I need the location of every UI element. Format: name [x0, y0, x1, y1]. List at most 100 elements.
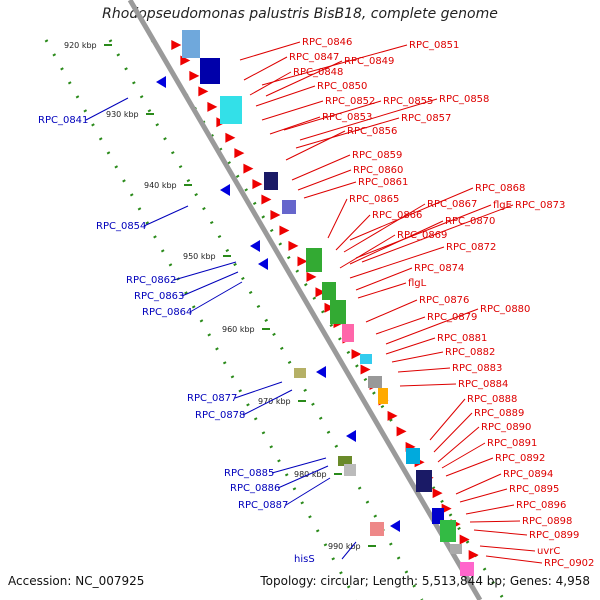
forward-gene-label[interactable]: RPC_0866: [372, 210, 422, 221]
forward-gene-label[interactable]: RPC_0879: [427, 312, 477, 323]
forward-gene-label[interactable]: RPC_0860: [353, 165, 403, 176]
reverse-leader-line: [143, 205, 189, 227]
gene-block: [406, 448, 420, 464]
reverse-gene-arrow: [250, 240, 260, 252]
forward-gene-label[interactable]: uvrC: [537, 546, 560, 557]
reverse-leader-line: [234, 381, 283, 399]
gene-block: [338, 456, 352, 466]
forward-gene-label[interactable]: RPC_0899: [529, 530, 579, 541]
reverse-gene-label[interactable]: RPC_0886: [230, 483, 280, 494]
forward-gene-label[interactable]: RPC_0846: [302, 37, 352, 48]
forward-leader-line: [265, 60, 343, 97]
forward-gene-label[interactable]: RPC_0880: [480, 304, 530, 315]
gene-arrow: [396, 426, 407, 437]
forward-gene-label[interactable]: RPC_0867: [427, 199, 477, 210]
forward-gene-label[interactable]: RPC_0852: [325, 96, 375, 107]
reverse-gene-label[interactable]: RPC_0864: [142, 307, 192, 318]
reverse-gene-label[interactable]: RPC_0862: [126, 275, 176, 286]
reverse-gene-label[interactable]: RPC_0887: [238, 500, 288, 511]
forward-gene-label[interactable]: flgE: [493, 200, 512, 211]
kbp-tick-label: 980 kbp: [294, 470, 327, 479]
forward-leader-line: [299, 98, 438, 141]
reverse-gene-label[interactable]: RPC_0863: [134, 291, 184, 302]
gene-arrow: [198, 86, 209, 97]
forward-gene-label[interactable]: RPC_0895: [509, 484, 559, 495]
forward-gene-label[interactable]: RPC_0861: [358, 177, 408, 188]
gene-arrow: [288, 240, 299, 251]
reverse-gene-label[interactable]: RPC_0841: [38, 115, 88, 126]
forward-gene-label[interactable]: RPC_0883: [452, 363, 502, 374]
forward-gene-label[interactable]: RPC_0891: [487, 438, 537, 449]
forward-gene-label[interactable]: RPC_0898: [522, 516, 572, 527]
gene-arrow: [243, 163, 254, 174]
forward-gene-label[interactable]: RPC_0884: [458, 379, 508, 390]
forward-gene-label[interactable]: RPC_0850: [317, 81, 367, 92]
forward-gene-label[interactable]: RPC_0849: [344, 56, 394, 67]
reverse-leader-line: [285, 477, 331, 506]
forward-gene-label[interactable]: flgL: [408, 278, 427, 289]
forward-gene-label[interactable]: RPC_0870: [445, 216, 495, 227]
reverse-leader-line: [242, 389, 293, 416]
forward-gene-label[interactable]: RPC_0881: [437, 333, 487, 344]
forward-gene-label[interactable]: RPC_0858: [439, 94, 489, 105]
forward-gene-label[interactable]: RPC_0894: [503, 469, 553, 480]
forward-gene-label[interactable]: RPC_0851: [409, 40, 459, 51]
forward-leader-line: [441, 442, 486, 469]
forward-gene-label[interactable]: RPC_0874: [414, 263, 464, 274]
forward-gene-label[interactable]: RPC_0857: [401, 113, 451, 124]
forward-gene-label[interactable]: RPC_0859: [352, 150, 402, 161]
forward-gene-label[interactable]: RPC_0872: [446, 242, 496, 253]
forward-leader-line: [397, 367, 451, 373]
gene-block: [294, 368, 306, 378]
forward-gene-label[interactable]: RPC_0848: [293, 67, 343, 78]
gene-arrow: [279, 225, 290, 236]
reverse-gene-label[interactable]: RPC_0877: [187, 393, 237, 404]
forward-leader-line: [349, 220, 444, 265]
forward-leader-line: [485, 555, 543, 564]
reverse-gene-label[interactable]: hisS: [294, 554, 315, 565]
forward-gene-label[interactable]: RPC_0853: [322, 112, 372, 123]
reverse-gene-label[interactable]: RPC_0878: [195, 410, 245, 421]
forward-gene-label[interactable]: RPC_0855: [383, 96, 433, 107]
tick-dot-line: [44, 39, 358, 600]
forward-leader-line: [355, 204, 492, 259]
forward-gene-label[interactable]: RPC_0896: [516, 500, 566, 511]
forward-gene-label[interactable]: RPC_0869: [397, 230, 447, 241]
reverse-leader-line: [85, 97, 129, 121]
forward-leader-line: [459, 488, 508, 503]
reverse-leader-line: [173, 261, 237, 281]
forward-leader-line: [375, 316, 426, 335]
gene-block: [378, 388, 388, 404]
forward-gene-label[interactable]: RPC_0902: [544, 558, 594, 569]
reverse-gene-arrow: [316, 366, 326, 378]
kbp-tick-label: 960 kbp: [222, 325, 255, 334]
forward-gene-label[interactable]: RPC_0876: [419, 295, 469, 306]
forward-gene-label[interactable]: RPC_0892: [495, 453, 545, 464]
reverse-gene-label[interactable]: RPC_0854: [96, 221, 146, 232]
gene-arrow: [459, 534, 470, 545]
gene-arrow: [297, 256, 308, 267]
forward-leader-line: [445, 457, 494, 477]
forward-leader-line: [343, 203, 426, 253]
reverse-gene-arrow: [220, 184, 230, 196]
forward-leader-line: [479, 545, 536, 552]
forward-gene-label[interactable]: RPC_0890: [481, 422, 531, 433]
forward-gene-label[interactable]: RPC_0888: [467, 394, 517, 405]
forward-leader-line: [385, 337, 436, 355]
forward-leader-line: [297, 169, 352, 191]
gene-block: [416, 470, 432, 492]
kbp-tick-label: 930 kbp: [106, 110, 139, 119]
forward-leader-line: [283, 100, 382, 131]
gene-arrow: [171, 40, 182, 50]
forward-gene-label[interactable]: RPC_0847: [289, 52, 339, 63]
forward-gene-label[interactable]: RPC_0868: [475, 183, 525, 194]
forward-leader-line: [295, 117, 400, 149]
forward-gene-label[interactable]: RPC_0865: [349, 194, 399, 205]
forward-gene-label[interactable]: RPC_0873: [515, 200, 565, 211]
gene-block: [360, 354, 372, 364]
reverse-gene-label[interactable]: RPC_0885: [224, 468, 274, 479]
forward-gene-label[interactable]: RPC_0882: [445, 347, 495, 358]
gene-block: [264, 172, 278, 190]
forward-gene-label[interactable]: RPC_0889: [474, 408, 524, 419]
forward-gene-label[interactable]: RPC_0856: [347, 126, 397, 137]
